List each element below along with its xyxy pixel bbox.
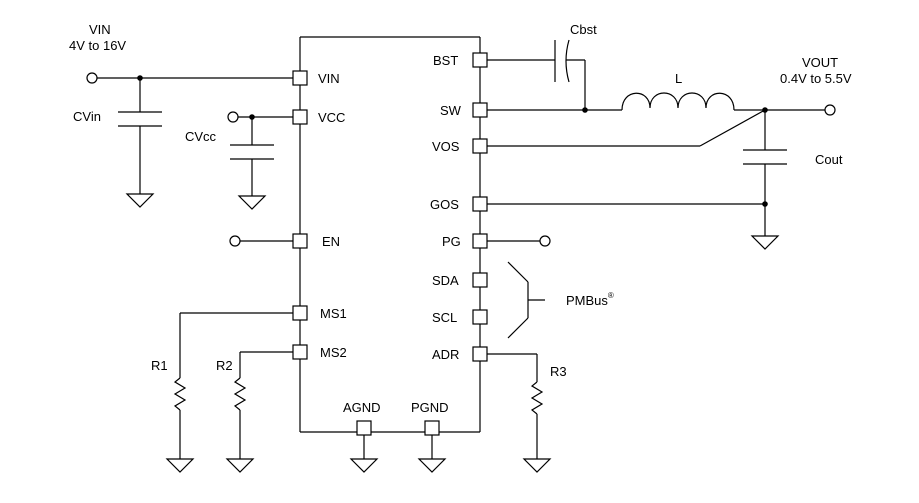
inductor: [621, 92, 735, 111]
ground-symbol: [349, 458, 379, 473]
ground-symbol: [225, 458, 255, 473]
pin-bst-label: BST: [433, 53, 458, 68]
sw-net: L VOUT 0.4V to 5.5V: [487, 55, 852, 116]
pin-agnd: AGND: [343, 400, 381, 436]
pin-ms2-label: MS2: [320, 345, 347, 360]
ground-symbol: [125, 193, 155, 208]
pin-vcc: VCC: [292, 109, 345, 125]
pin-ms1-label: MS1: [320, 306, 347, 321]
pin-vos: VOS: [432, 138, 488, 154]
pin-en-label: EN: [322, 234, 340, 249]
pg-terminal: [539, 235, 551, 247]
vout-range: 0.4V to 5.5V: [780, 71, 852, 86]
vout-label: VOUT: [802, 55, 838, 70]
ms2-net: R2: [216, 351, 293, 473]
r2-label: R2: [216, 358, 233, 373]
r2-resistor: [233, 377, 247, 411]
pin-sw: SW: [440, 102, 488, 118]
r1-label: R1: [151, 358, 168, 373]
pin-sw-label: SW: [440, 103, 462, 118]
vin-label: VIN: [89, 22, 111, 37]
pin-scl-label: SCL: [432, 310, 457, 325]
r3-label: R3: [550, 364, 567, 379]
vin-terminal: [86, 72, 98, 84]
pmbus-bracket: PMBus®: [507, 261, 614, 339]
pin-vcc-label: VCC: [318, 110, 345, 125]
ground-symbol: [237, 195, 267, 210]
vos-net: [487, 109, 766, 147]
cout-capacitor: Cout: [743, 110, 843, 250]
vcc-terminal: [227, 111, 239, 123]
cvcc-label: CVcc: [185, 129, 217, 144]
r1-resistor: [173, 377, 187, 411]
ms1-net: R1: [151, 312, 293, 473]
inductor-label: L: [675, 71, 682, 86]
pin-scl: SCL: [432, 309, 488, 325]
pin-adr: ADR: [432, 346, 488, 362]
vout-terminal: [824, 104, 836, 116]
cout-label: Cout: [815, 152, 843, 167]
en-terminal: [229, 235, 241, 247]
vin-net: VIN 4V to 16V: [69, 22, 293, 84]
ground-symbol: [165, 458, 195, 473]
cvin-capacitor: CVin: [73, 78, 162, 208]
adr-net: R3: [487, 353, 567, 473]
ground-symbol: [750, 235, 780, 250]
pin-sda-label: SDA: [432, 273, 459, 288]
vin-range: 4V to 16V: [69, 38, 126, 53]
pin-agnd-label: AGND: [343, 400, 381, 415]
gos-net: [487, 201, 768, 207]
pin-pg: PG: [442, 233, 488, 249]
pin-gos: GOS: [430, 196, 488, 212]
sw-junction: [582, 107, 588, 113]
pin-vin-label: VIN: [318, 71, 340, 86]
ground-symbol: [522, 458, 552, 473]
pin-bst: BST: [433, 52, 488, 68]
ground-pins-net: [349, 435, 447, 473]
pin-adr-label: ADR: [432, 347, 459, 362]
cbst-label: Cbst: [570, 22, 597, 37]
pin-ms2: MS2: [292, 344, 347, 360]
pin-pg-label: PG: [442, 234, 461, 249]
pin-vin: VIN: [292, 70, 340, 86]
pin-ms1: MS1: [292, 305, 347, 321]
pin-pgnd-label: PGND: [411, 400, 449, 415]
pin-en: EN: [292, 233, 340, 249]
cvin-label: CVin: [73, 109, 101, 124]
pin-sda: SDA: [432, 272, 488, 288]
r3-resistor: [530, 381, 544, 415]
pin-pgnd: PGND: [411, 400, 449, 436]
pin-vos-label: VOS: [432, 139, 460, 154]
en-net: [229, 235, 293, 247]
gos-junction: [762, 201, 768, 207]
ground-symbol: [417, 458, 447, 473]
vcc-net: CVcc: [185, 111, 293, 210]
pg-net: [487, 235, 551, 247]
bst-net: Cbst: [487, 22, 597, 110]
pin-gos-label: GOS: [430, 197, 459, 212]
pmbus-label: PMBus®: [566, 291, 614, 308]
